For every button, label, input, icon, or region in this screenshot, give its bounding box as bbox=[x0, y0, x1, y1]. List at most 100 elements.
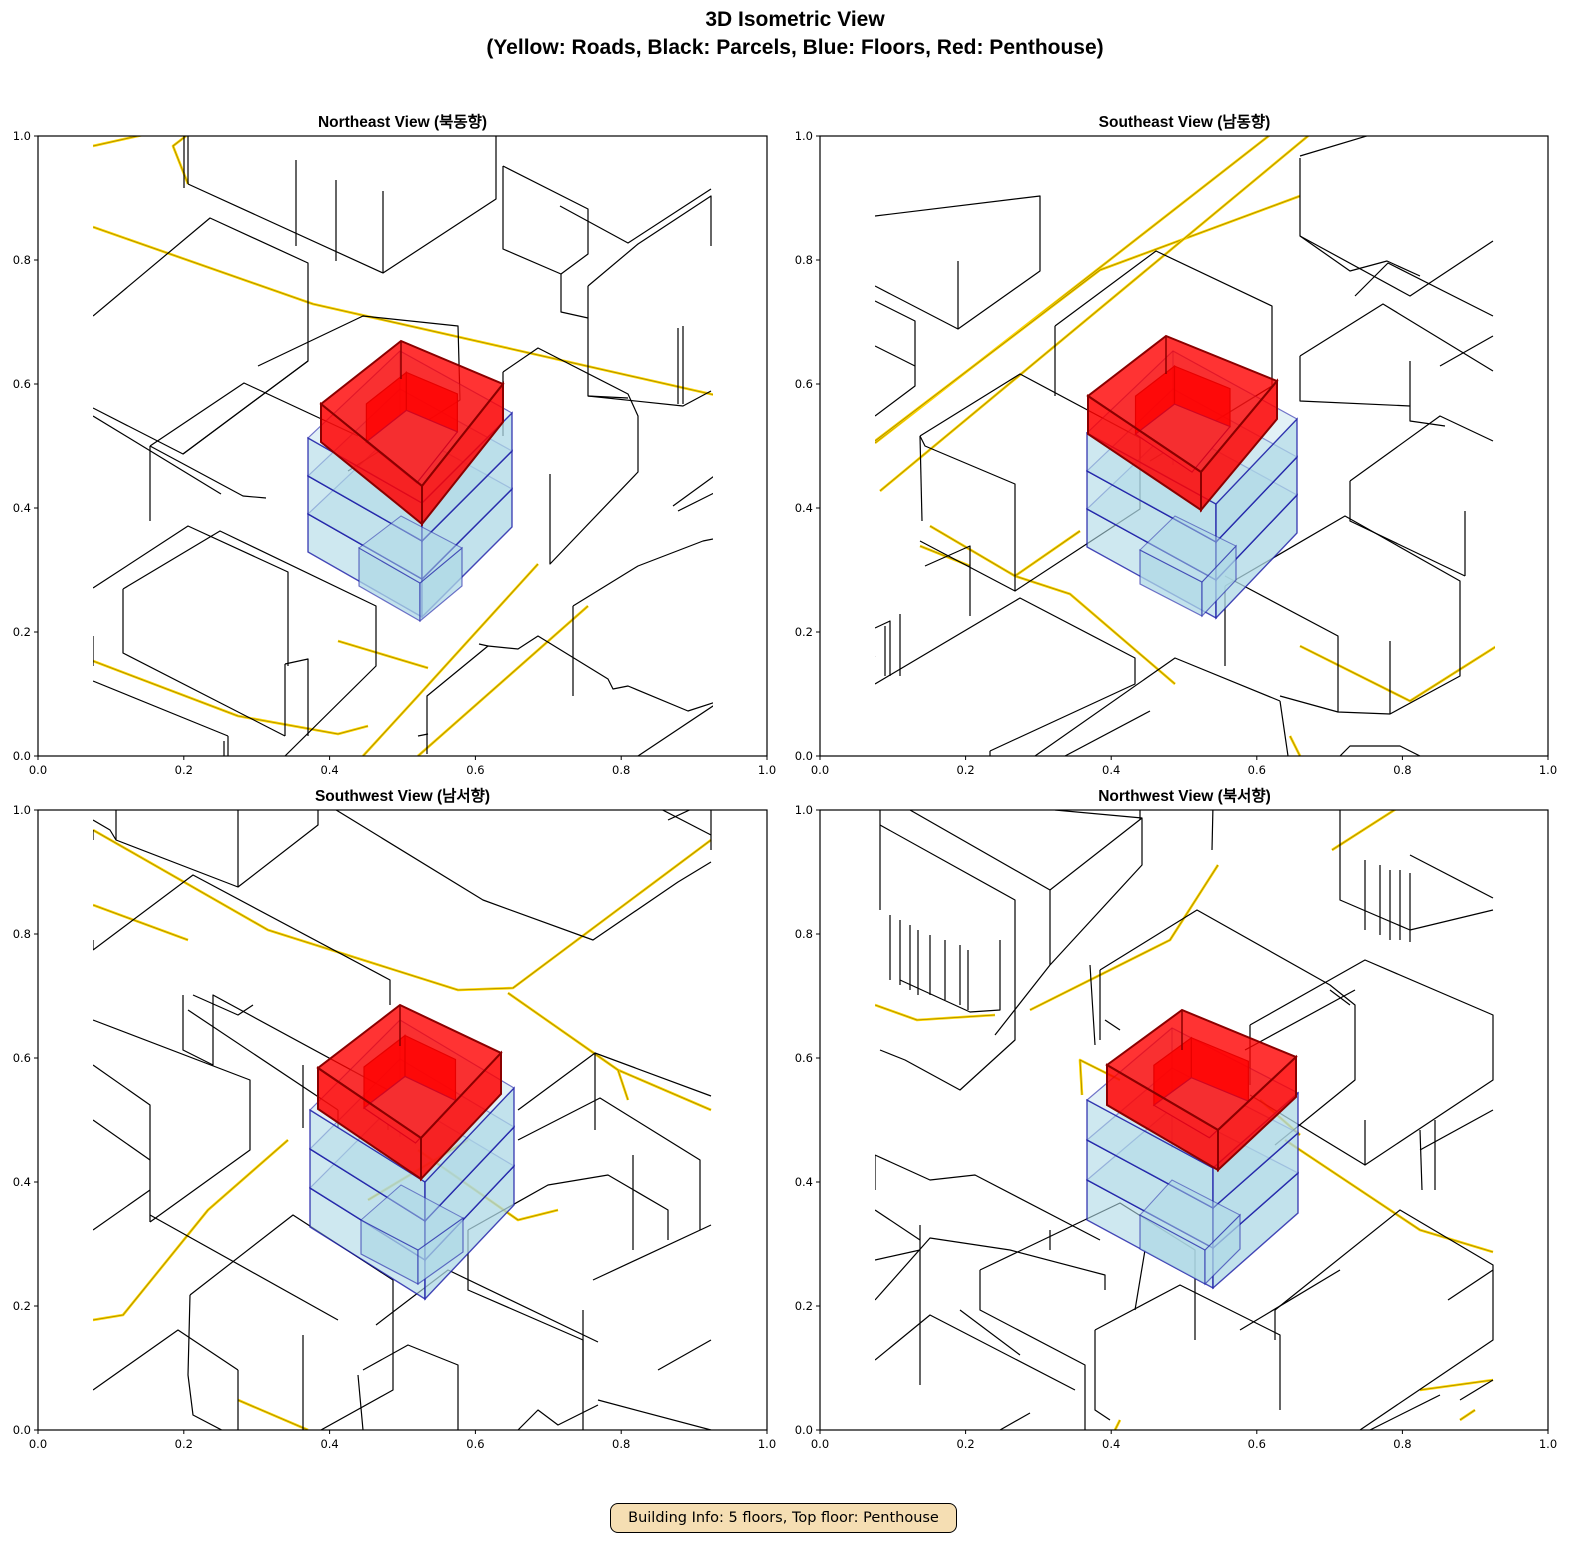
parcel-outline bbox=[478, 643, 489, 647]
parcel-outline bbox=[560, 274, 589, 319]
road-edge-line bbox=[1289, 735, 1301, 756]
y-tick-label: 0.4 bbox=[795, 1175, 813, 1189]
road-edge-line bbox=[1284, 1139, 1494, 1253]
subject-building bbox=[1085, 334, 1298, 620]
parcel-outline bbox=[502, 347, 639, 565]
road-edge-line bbox=[93, 829, 712, 991]
parcel-outline bbox=[93, 1329, 239, 1391]
parcel-outline bbox=[999, 1412, 1031, 1430]
parcel-outline bbox=[875, 620, 891, 676]
parcel-outline bbox=[875, 195, 1041, 330]
parcel-outline bbox=[1354, 262, 1494, 317]
parcel-outline bbox=[149, 445, 267, 499]
parcel-outline bbox=[335, 810, 712, 941]
road-edge-line bbox=[337, 640, 429, 669]
parcel-outline bbox=[357, 1374, 364, 1430]
x-tick-label: 1.0 bbox=[1539, 763, 1557, 777]
x-tick-label: 0.4 bbox=[320, 1437, 338, 1451]
penthouse-right-wall bbox=[1217, 1054, 1297, 1173]
y-tick-label: 0.0 bbox=[13, 1423, 31, 1437]
parcel-outline bbox=[1339, 810, 1494, 931]
road-edge-line bbox=[879, 136, 1309, 492]
x-tick-label: 1.0 bbox=[758, 763, 776, 777]
parcel-outline bbox=[1349, 481, 1466, 577]
parcel-outline bbox=[979, 1270, 1086, 1430]
panel-title-northwest: Northwest View (북서향) bbox=[1098, 788, 1271, 805]
y-tick-label: 0.8 bbox=[13, 927, 31, 941]
parcel-outline bbox=[467, 1230, 584, 1430]
parcel-outline bbox=[93, 1189, 151, 1231]
y-tick-label: 0.4 bbox=[795, 501, 813, 515]
parcel-outline bbox=[875, 597, 1136, 752]
y-tick-label: 0.6 bbox=[795, 1051, 813, 1065]
annex-top-face bbox=[360, 1184, 464, 1251]
y-tick-label: 0.8 bbox=[13, 253, 31, 267]
y-tick-label: 0.8 bbox=[795, 927, 813, 941]
x-tick-label: 0.4 bbox=[1102, 1437, 1120, 1451]
parcel-outline bbox=[1239, 1269, 1341, 1331]
parcel-outline bbox=[192, 994, 254, 1016]
x-tick-label: 0.8 bbox=[1393, 763, 1411, 777]
parcel-outline bbox=[1064, 710, 1151, 756]
parcel-outline bbox=[572, 538, 713, 607]
x-tick-label: 0.8 bbox=[612, 1437, 630, 1451]
parcel-outline bbox=[587, 286, 712, 407]
x-tick-label: 0.4 bbox=[320, 763, 338, 777]
parcel-outline bbox=[93, 1119, 151, 1161]
penthouse-right-wall bbox=[420, 1050, 502, 1182]
parcel-outline bbox=[875, 1154, 1101, 1241]
building-info-box: Building Info: 5 floors, Top floor: Pent… bbox=[610, 1503, 957, 1533]
x-tick-label: 0.6 bbox=[1248, 763, 1266, 777]
subject-building bbox=[306, 339, 513, 623]
parcel-outline bbox=[187, 1294, 223, 1430]
penthouse-right-wall bbox=[421, 381, 504, 527]
scene-content bbox=[93, 136, 713, 756]
parcel-outline bbox=[1409, 361, 1446, 427]
parcel-outline bbox=[919, 435, 923, 522]
parcel-outline bbox=[362, 1344, 459, 1430]
parcel-outline bbox=[559, 188, 712, 244]
parcel-outline bbox=[1104, 1019, 1121, 1031]
road-edge-line bbox=[93, 904, 189, 941]
y-tick-label: 0.0 bbox=[795, 749, 813, 763]
parcel-outline bbox=[661, 810, 712, 836]
y-tick-label: 0.2 bbox=[795, 1299, 813, 1313]
road-edge-line bbox=[1014, 530, 1081, 577]
parcel-outline bbox=[284, 658, 309, 736]
parcel-outline bbox=[875, 1249, 921, 1261]
parcel-outline bbox=[93, 1019, 251, 1223]
y-tick-label: 0.4 bbox=[13, 501, 31, 515]
parcel-outline bbox=[1279, 695, 1339, 713]
y-tick-label: 1.0 bbox=[795, 803, 813, 817]
parcel-outline bbox=[1049, 817, 1143, 966]
parcel-outline bbox=[1094, 1330, 1111, 1421]
y-tick-label: 0.0 bbox=[795, 1423, 813, 1437]
road-edge-line bbox=[172, 136, 189, 185]
scene-content bbox=[875, 136, 1495, 756]
road-edge-line bbox=[93, 226, 713, 396]
y-tick-label: 0.6 bbox=[13, 1051, 31, 1065]
penthouse-right-wall bbox=[1200, 378, 1278, 513]
parcel-outline bbox=[919, 435, 1016, 591]
parcel-outline bbox=[657, 1339, 712, 1371]
parcel-outline bbox=[187, 1009, 339, 1111]
parcel-outline bbox=[93, 874, 391, 1005]
road-edge-line bbox=[417, 605, 589, 756]
parcel-outline bbox=[875, 1209, 921, 1241]
parcel-outline bbox=[1439, 335, 1494, 367]
road-edge-line bbox=[617, 1069, 629, 1101]
x-tick-label: 0.2 bbox=[956, 1437, 974, 1451]
parcel-outline bbox=[517, 1404, 599, 1430]
road-edge-line bbox=[362, 563, 539, 756]
x-tick-label: 0.6 bbox=[466, 763, 484, 777]
subject-building bbox=[309, 1003, 515, 1301]
parcel-outline bbox=[1299, 158, 1494, 297]
parcel-outline bbox=[187, 136, 497, 274]
parcel-outline bbox=[1369, 1394, 1441, 1430]
parcel-outline bbox=[1089, 964, 1096, 1046]
parcel-outline bbox=[1279, 700, 1289, 756]
parcel-outline bbox=[189, 1214, 394, 1430]
